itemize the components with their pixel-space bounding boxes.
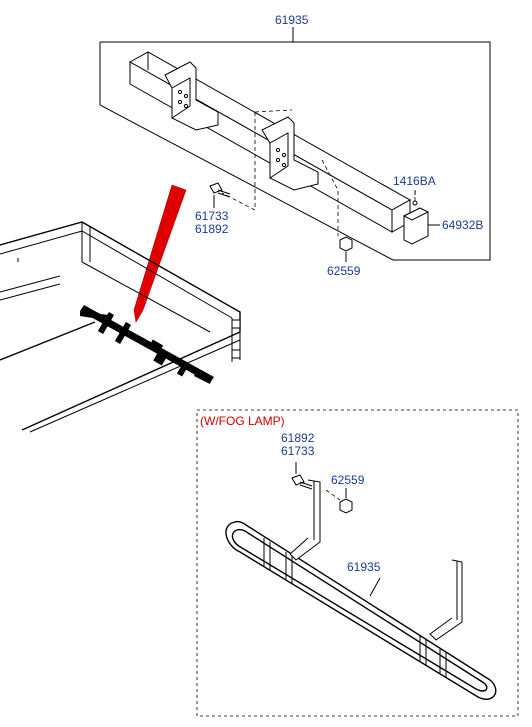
label-61935-upper: 61935: [275, 13, 309, 27]
label-61892-upper: 61892: [195, 222, 229, 236]
label-62559-lower: 62559: [331, 473, 365, 487]
variant-title: (W/FOG LAMP): [200, 414, 285, 428]
bolt-lower: [291, 474, 313, 490]
label-61892-lower: 61892: [281, 431, 315, 445]
label-64932b: 64932B: [442, 218, 483, 232]
upper-assembly: 61935 1416BA 64932B 61733 61892 62559: [99, 13, 491, 278]
label-61935-lower: 61935: [347, 560, 381, 574]
fog-lamp-brackets: [289, 479, 463, 641]
chassis-frame-silhouette: [80, 305, 214, 384]
label-61733-lower: 61733: [281, 444, 315, 458]
variant-box: [196, 409, 519, 717]
label-1416ba: 1416BA: [393, 174, 436, 188]
bolt-upper: [209, 182, 231, 198]
upper-assembly-frame: [99, 41, 491, 261]
fog-lamp-variant: (W/FOG LAMP) 61892 61733 62559 61935: [196, 409, 519, 717]
label-62559-upper: 62559: [327, 264, 361, 278]
small-part-icon: [412, 200, 418, 206]
label-61733-upper: 61733: [195, 209, 229, 223]
mounting-bracket-left: [164, 61, 219, 131]
nut-upper: [339, 236, 353, 252]
truck-bed: [0, 221, 241, 433]
nut-lower: [339, 498, 353, 514]
end-cap: [402, 207, 430, 245]
mounting-bracket-right: [261, 116, 319, 191]
callout-arrow: [133, 184, 187, 323]
fog-lamp-bar: [225, 520, 497, 700]
